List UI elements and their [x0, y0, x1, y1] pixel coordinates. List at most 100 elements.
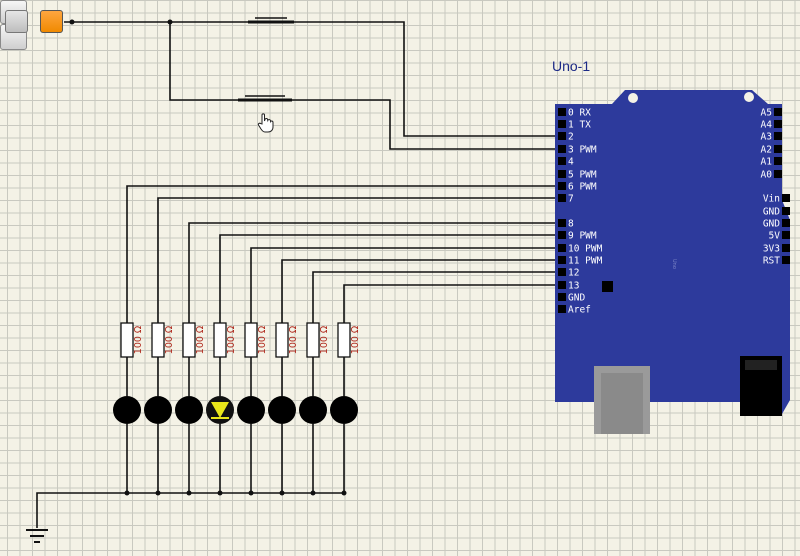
pin-socket[interactable] [782, 207, 790, 215]
pin-socket[interactable] [558, 120, 566, 128]
resistor-label: 100 Ω [257, 326, 268, 354]
resistor [182, 322, 196, 358]
resistor-label: 100 Ω [226, 326, 237, 354]
pin-socket[interactable] [782, 219, 790, 227]
pin-label: 6 PWM [568, 182, 597, 193]
pin-socket[interactable] [558, 256, 566, 264]
pin-socket[interactable] [774, 120, 782, 128]
pin-socket[interactable] [782, 231, 790, 239]
led-columns: 100 Ω 100 Ω 100 Ω 100 Ω 100 Ω 100 Ω 100 Ω 100 Ω [113, 322, 361, 496]
wire-pin8 [188, 222, 556, 325]
pin-label: Aref [568, 305, 591, 316]
led-glow [211, 402, 229, 418]
pin-socket[interactable] [558, 108, 566, 116]
led-off[interactable] [299, 396, 327, 424]
pin-socket[interactable] [558, 170, 566, 178]
pin-label: GND [568, 293, 585, 304]
pin-label: A1 [761, 157, 773, 168]
led-column: 100 Ω [330, 322, 361, 496]
pin-label: 4 [568, 157, 574, 168]
resistor-label: 100 Ω [350, 326, 361, 354]
led-off[interactable] [330, 396, 358, 424]
pin-label: A2 [761, 145, 772, 156]
led-off[interactable] [237, 396, 265, 424]
pin-socket[interactable] [782, 244, 790, 252]
led-column: 100 Ω [299, 322, 330, 496]
wire-pin13 [343, 284, 556, 325]
resistor-label: 100 Ω [195, 326, 206, 354]
pin-label: 3V3 [763, 244, 780, 255]
pin-socket[interactable] [558, 281, 566, 289]
pin-label: RST [763, 256, 780, 267]
wire-pin9 [219, 234, 556, 325]
pin-label: 1 TX [568, 120, 591, 131]
pin-label: GND [763, 207, 780, 218]
led-column: 100 Ω [175, 322, 206, 496]
orange-square-button[interactable] [40, 10, 63, 33]
switch2-wire [169, 22, 238, 101]
led-off[interactable] [144, 396, 172, 424]
wire-pin11 [281, 259, 556, 325]
pin-label: 13 [568, 281, 579, 292]
pin-socket[interactable] [558, 293, 566, 301]
pin-socket[interactable] [558, 132, 566, 140]
hand-pointer-icon [257, 113, 274, 133]
resistor [337, 322, 351, 358]
pin-label: 7 [568, 194, 574, 205]
pin-label: 9 PWM [568, 231, 597, 242]
pin-socket[interactable] [774, 157, 782, 165]
pin-socket[interactable] [774, 145, 782, 153]
ground-icon [26, 529, 48, 543]
pin-socket[interactable] [558, 145, 566, 153]
led-column: 100 Ω [268, 322, 299, 496]
resistor [244, 322, 258, 358]
pin-label: 5 PWM [568, 170, 597, 181]
junction [69, 19, 75, 25]
led-column: 100 Ω [237, 322, 268, 496]
pin-socket[interactable] [558, 231, 566, 239]
ground-bus [36, 492, 344, 528]
pin-label: A5 [761, 108, 772, 119]
pin-socket[interactable] [774, 108, 782, 116]
junction [167, 19, 173, 25]
pin-socket[interactable] [558, 182, 566, 190]
wire-pin7 [157, 197, 556, 325]
wire-pin12 [312, 271, 556, 325]
resistor-label: 100 Ω [164, 326, 175, 354]
resistor [151, 322, 165, 358]
pin-socket[interactable] [558, 244, 566, 252]
pin-socket[interactable] [782, 194, 790, 202]
wire-pin10 [250, 247, 556, 325]
resistor-label: 100 Ω [288, 326, 299, 354]
wire-pin6 [126, 185, 556, 325]
pin-label: 12 [568, 268, 579, 279]
pin-socket[interactable] [774, 132, 782, 140]
gray-square-button[interactable] [5, 10, 28, 33]
pin-label: 0 RX [568, 108, 591, 119]
led-off[interactable] [113, 396, 141, 424]
led-off[interactable] [175, 396, 203, 424]
pin-socket[interactable] [558, 194, 566, 202]
pin-socket[interactable] [782, 256, 790, 264]
pin-label: 5V [769, 231, 781, 242]
pin-label: A3 [761, 132, 772, 143]
resistor-label: 100 Ω [319, 326, 330, 354]
pin-label: 11 PWM [568, 256, 603, 267]
pin-socket[interactable] [558, 268, 566, 276]
pin-label: Vin [763, 194, 780, 205]
pin-socket[interactable] [558, 157, 566, 165]
pin-socket[interactable] [774, 170, 782, 178]
resistor [275, 322, 289, 358]
pin-label: A4 [761, 120, 773, 131]
svg-text:Uno: Uno [671, 259, 677, 269]
led-column: 100 Ω [144, 322, 175, 496]
pin-socket[interactable] [558, 219, 566, 227]
switch2-to-pin3 [292, 99, 556, 150]
led-off[interactable] [268, 396, 296, 424]
switch1-to-pin2 [294, 21, 556, 137]
pin-socket[interactable] [558, 305, 566, 313]
led-column: 100 Ω [113, 322, 144, 496]
